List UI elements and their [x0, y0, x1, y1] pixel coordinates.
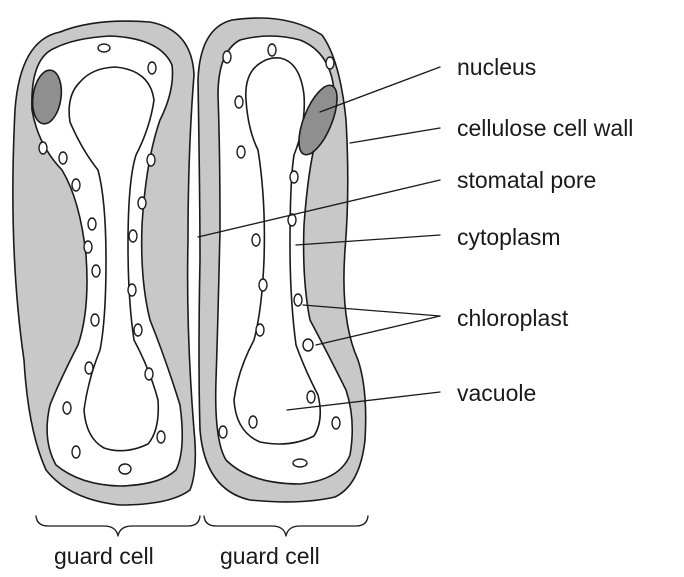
- chloroplast: [294, 294, 302, 306]
- chloroplast: [134, 324, 142, 336]
- chloroplast: [145, 368, 153, 380]
- chloroplast: [249, 416, 257, 428]
- chloroplast: [88, 218, 96, 230]
- chloroplast: [138, 197, 146, 209]
- label-guard-cell-right: guard cell: [220, 545, 320, 568]
- chloroplast: [129, 230, 137, 242]
- chloroplast: [119, 464, 131, 474]
- chloroplast: [237, 146, 245, 158]
- chloroplast: [252, 234, 260, 246]
- chloroplast: [91, 314, 99, 326]
- label-stomatal-pore: stomatal pore: [457, 169, 596, 192]
- chloroplast: [332, 417, 340, 429]
- chloroplast: [148, 62, 156, 74]
- chloroplast: [84, 241, 92, 253]
- chloroplast: [128, 284, 136, 296]
- label-chloroplast: chloroplast: [457, 307, 568, 330]
- chloroplast: [268, 44, 276, 56]
- right-brace: [204, 516, 368, 536]
- chloroplast: [219, 426, 227, 438]
- chloroplast: [85, 362, 93, 374]
- chloroplast: [147, 154, 155, 166]
- chloroplast: [72, 446, 80, 458]
- chloroplast: [303, 339, 313, 351]
- chloroplast: [326, 57, 334, 69]
- label-nucleus: nucleus: [457, 56, 536, 79]
- chloroplast: [256, 324, 264, 336]
- chloroplast: [235, 96, 243, 108]
- chloroplast: [259, 279, 267, 291]
- label-vacuole: vacuole: [457, 382, 536, 405]
- label-cytoplasm: cytoplasm: [457, 226, 561, 249]
- chloroplast: [223, 51, 231, 63]
- chloroplast: [307, 391, 315, 403]
- chloroplast: [59, 152, 67, 164]
- chloroplast: [98, 44, 110, 52]
- label-guard-cell-left: guard cell: [54, 545, 154, 568]
- chloroplast: [92, 265, 100, 277]
- chloroplast: [72, 179, 80, 191]
- chloroplast: [39, 142, 47, 154]
- chloroplast: [157, 431, 165, 443]
- chloroplast: [293, 459, 307, 467]
- chloroplast: [290, 171, 298, 183]
- chloroplast: [63, 402, 71, 414]
- label-cell-wall: cellulose cell wall: [457, 117, 633, 140]
- left-brace: [36, 516, 200, 536]
- leader-cell-wall: [350, 128, 440, 143]
